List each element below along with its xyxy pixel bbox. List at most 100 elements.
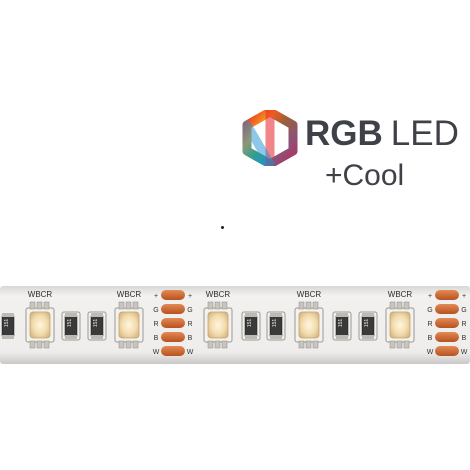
component-outline (87, 311, 107, 341)
solder-pad (435, 290, 459, 300)
led-pin (221, 340, 228, 349)
resistor-cap (245, 335, 257, 339)
led-pin (207, 301, 214, 310)
resistor-cap (245, 313, 257, 317)
resistor-label-text: 151 (67, 319, 73, 328)
pad-sign-text: W (153, 349, 160, 356)
led-pin (312, 340, 319, 349)
led-pin (43, 340, 50, 349)
resistor-label-text: 151 (338, 319, 344, 328)
solder-pad (161, 318, 185, 328)
pad-sign-text: G (427, 307, 432, 314)
led-pin (132, 340, 139, 349)
component-outline (332, 311, 352, 341)
pad-sign-text: G (187, 307, 192, 314)
resistor-cap (2, 313, 14, 317)
chip-label-text: WBCR (388, 290, 413, 299)
pad-sign-text: W (461, 349, 468, 356)
pad-sign-text: + (188, 293, 192, 300)
led-pin (298, 301, 305, 310)
led-pin (132, 301, 139, 310)
led-pin (389, 340, 396, 349)
led-pin (221, 301, 228, 310)
resistor-cap (270, 313, 282, 317)
solder-pad (161, 304, 185, 314)
pad-sign-text: + (462, 293, 466, 300)
solder-pad (161, 290, 185, 300)
led-lens (389, 311, 411, 339)
led-pin (305, 301, 312, 310)
led-pin (312, 301, 319, 310)
chip-label-text: WBCR (117, 290, 142, 299)
led-pin (36, 340, 43, 349)
led-pin (403, 301, 410, 310)
led-pin (214, 301, 221, 310)
component-outline (241, 311, 261, 341)
resistor-label-text: 151 (4, 319, 10, 328)
component-outline (358, 311, 378, 341)
led-lens (298, 311, 320, 339)
led-pin (29, 340, 36, 349)
pad-sign-text: W (427, 349, 434, 356)
resistor-cap (362, 335, 374, 339)
pad-sign-text: B (428, 335, 433, 342)
led-pin (396, 340, 403, 349)
pad-sign-text: + (154, 293, 158, 300)
solder-pad (435, 304, 459, 314)
chip-label-text: WBCR (206, 290, 231, 299)
resistor-label-text: 151 (247, 319, 253, 328)
rgb-hexagon-logo-icon (242, 110, 298, 166)
solder-pad (435, 332, 459, 342)
pad-sign-text: W (187, 349, 194, 356)
chip-label-text: WBCR (28, 290, 53, 299)
led-lens (29, 311, 51, 339)
badge-subtitle: +Cool (325, 159, 405, 192)
led-pin (207, 340, 214, 349)
resistor-cap (270, 335, 282, 339)
led-pin (29, 301, 36, 310)
pad-sign-text: B (154, 335, 159, 342)
resistor-cap (91, 313, 103, 317)
resistor-cap (362, 313, 374, 317)
solder-pad (161, 332, 185, 342)
led-pin (389, 301, 396, 310)
badge-title-strong: RGB (305, 114, 383, 153)
resistor-label-text: 151 (93, 319, 99, 328)
resistor-cap (336, 313, 348, 317)
led-pin (43, 301, 50, 310)
resistor-label-text: 151 (364, 319, 370, 328)
pad-sign-text: R (187, 321, 192, 328)
led-pin (305, 340, 312, 349)
resistor-cap (65, 313, 77, 317)
led-pin (118, 301, 125, 310)
led-lens (207, 311, 229, 339)
solder-pad (435, 346, 459, 356)
resistor-cap (91, 335, 103, 339)
pad-sign-text: G (461, 307, 466, 314)
led-pin (214, 340, 221, 349)
pad-sign-text: R (461, 321, 466, 328)
pad-sign-text: R (153, 321, 158, 328)
pad-sign-text: G (153, 307, 158, 314)
component-outline (61, 311, 81, 341)
led-pin (298, 340, 305, 349)
led-lens (118, 311, 140, 339)
led-pin (396, 301, 403, 310)
resistor-cap (336, 335, 348, 339)
resistor-label-text: 151 (272, 319, 278, 328)
led-pin (118, 340, 125, 349)
led-pin (36, 301, 43, 310)
led-pin (403, 340, 410, 349)
solder-pad (161, 346, 185, 356)
pad-sign-text: B (462, 335, 467, 342)
solder-pad (435, 318, 459, 328)
chip-label-text: WBCR (297, 290, 322, 299)
resistor-cap (2, 335, 14, 339)
pad-sign-text: + (428, 293, 432, 300)
led-pin (125, 340, 132, 349)
led-pin (125, 301, 132, 310)
